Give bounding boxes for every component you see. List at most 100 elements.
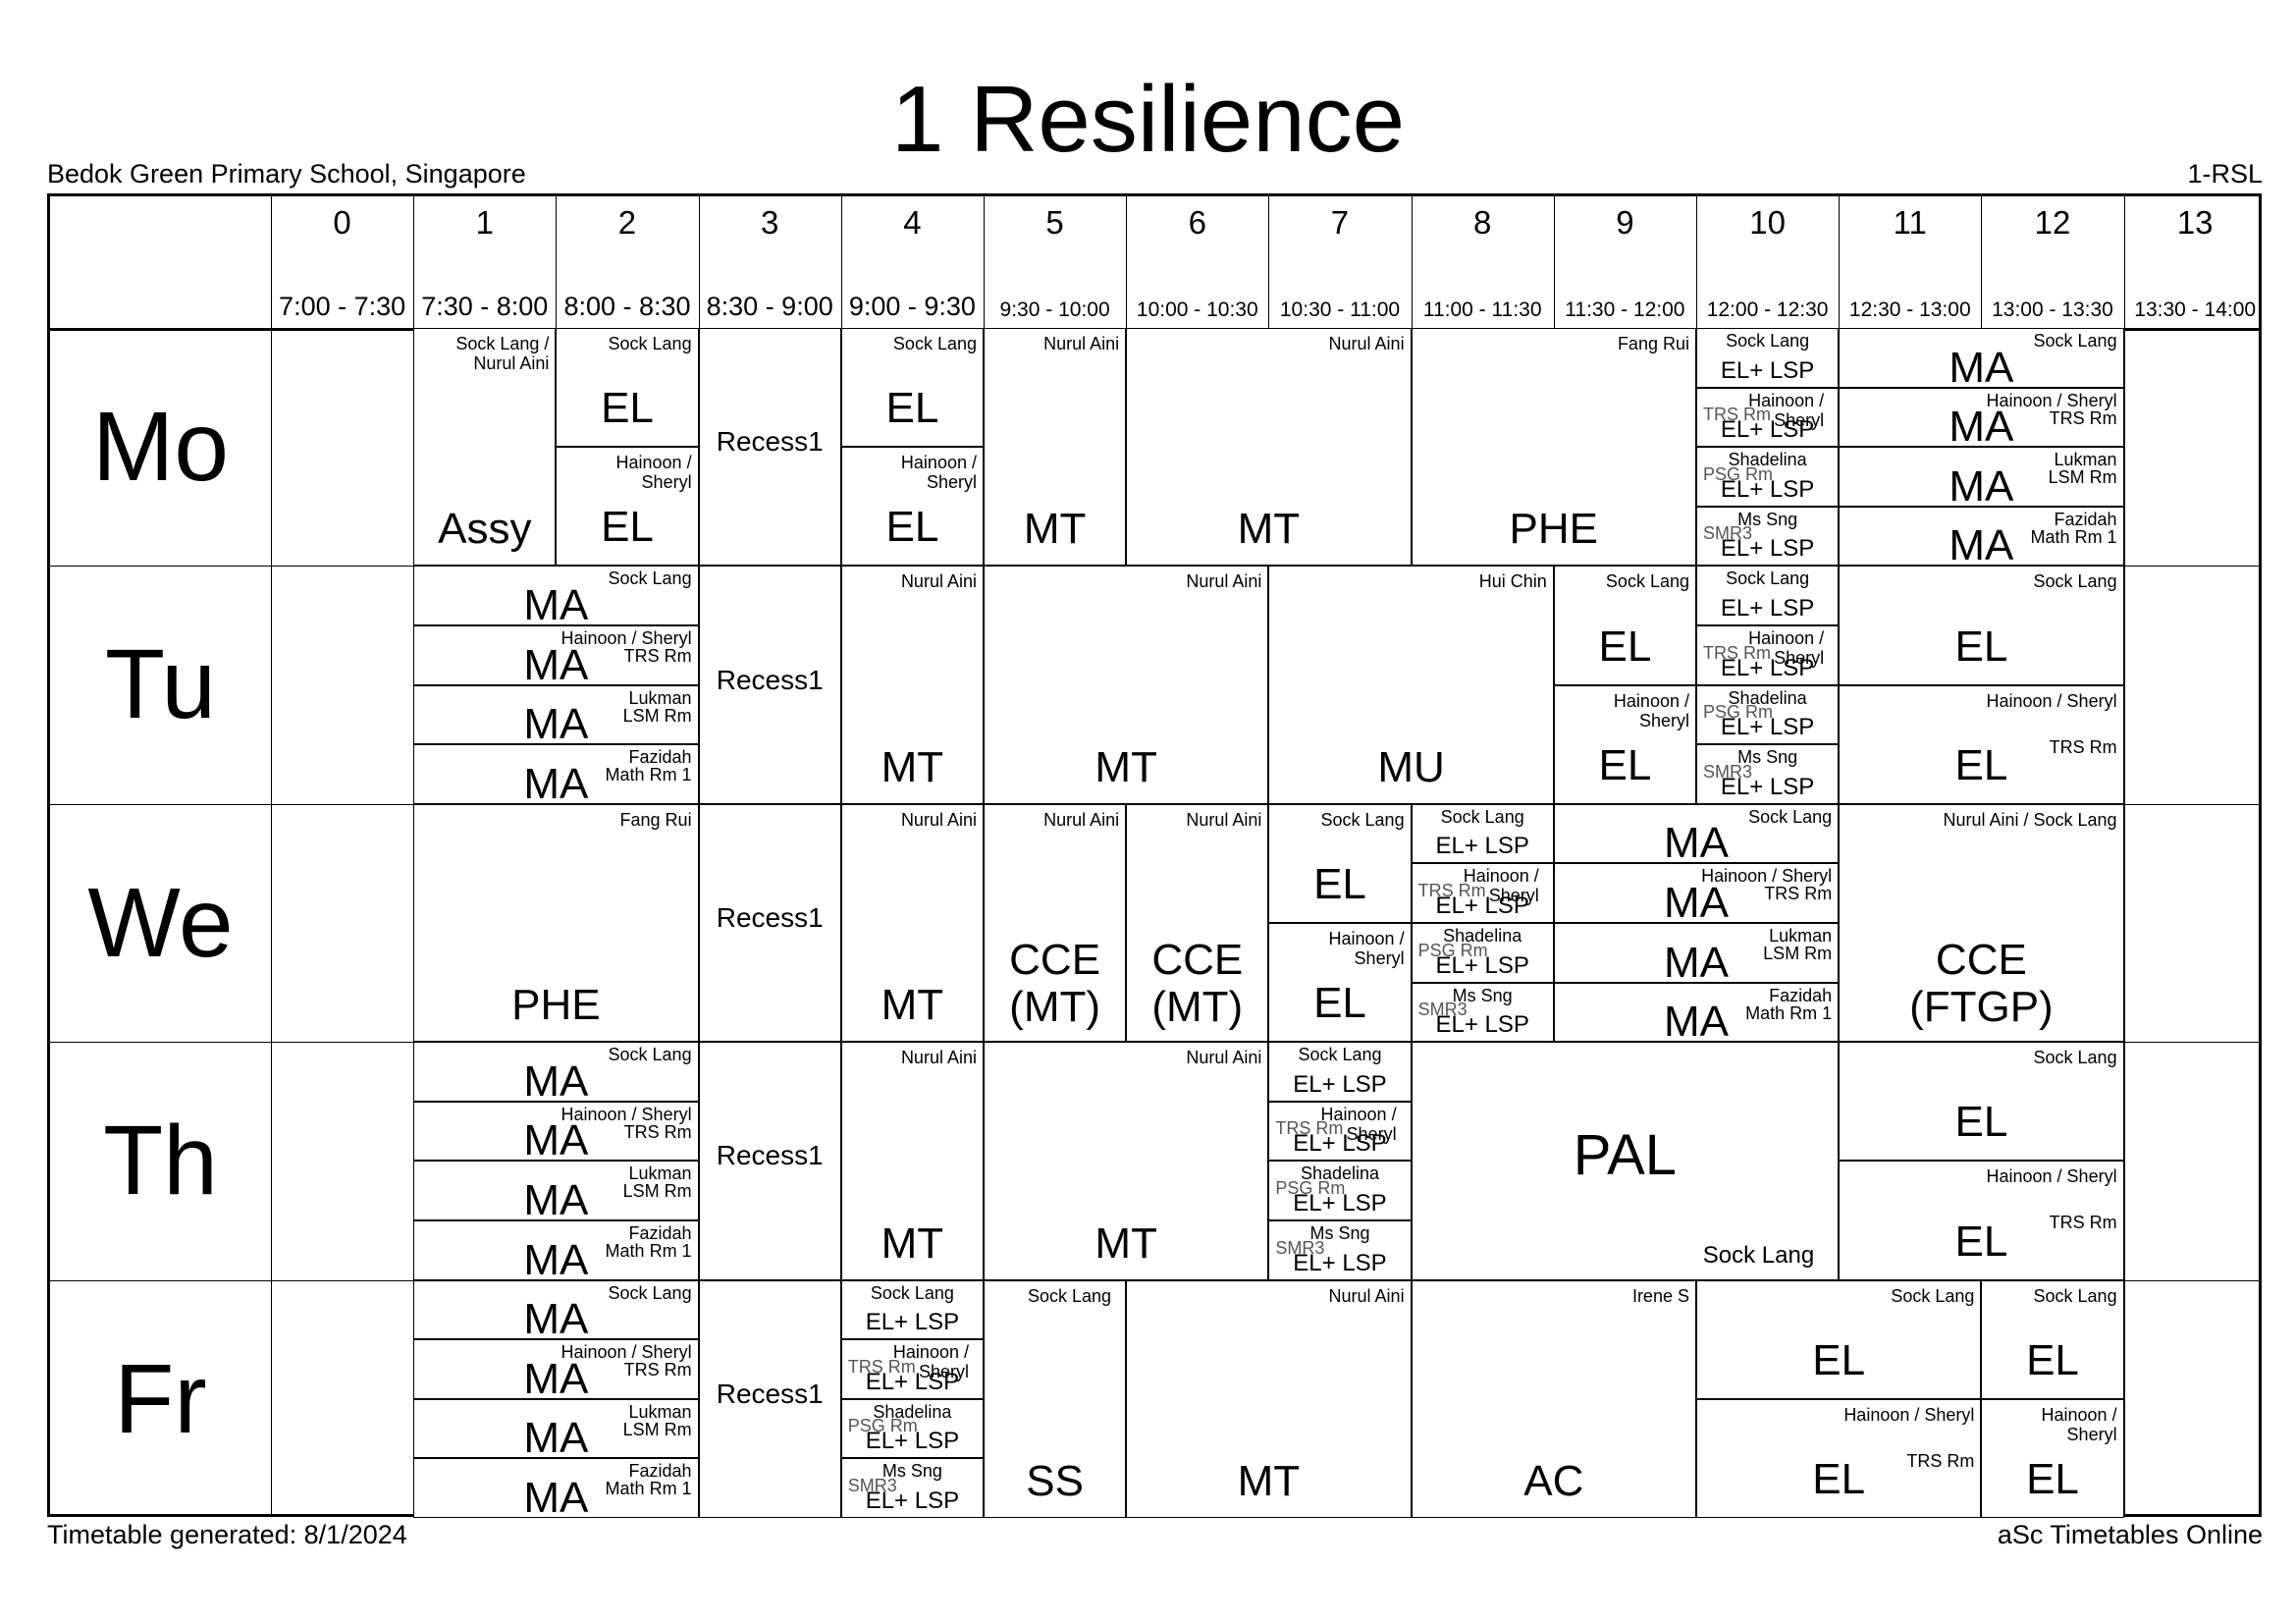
teacher-name: Sock Lang (1298, 1045, 1382, 1065)
room-label: PSG Rm (1275, 1177, 1346, 1198)
room-label: SMR3 (1703, 761, 1753, 782)
lesson-cell: Recess1 (698, 803, 841, 1043)
subject-label: EL+ LSP (1293, 1070, 1387, 1098)
footer-brand: aSc Timetables Online (1997, 1520, 2263, 1549)
room-label: TRS Rm (2049, 1213, 2117, 1233)
subject-label: MT (1095, 742, 1157, 791)
day-label: We (87, 867, 234, 978)
room-label: LSM Rm (622, 1419, 692, 1439)
teacher-name: Sock Lang (1726, 331, 1810, 351)
subject-label: MA (1663, 998, 1729, 1043)
teacher-name: Hainoon /Sheryl (892, 1342, 969, 1382)
teacher-name: Hainoon /Sheryl (1748, 390, 1825, 430)
teacher-name: Sock Lang (1702, 1241, 1815, 1269)
subject-label: MT (881, 981, 944, 1030)
subject-label: EL (1954, 1098, 2008, 1147)
subject-label: Recess1 (716, 1140, 824, 1171)
room-label: SMR3 (1417, 1000, 1468, 1020)
room-label: LSM Rm (1763, 944, 1833, 963)
period-number: 0 (333, 204, 351, 241)
teacher-name: Sock Lang (1748, 806, 1833, 827)
subject-label: MA (523, 700, 589, 745)
subject-label: EL (1598, 740, 1652, 789)
subject-label: CCE(FTGP) (1909, 936, 2054, 1032)
room-label: LSM Rm (622, 1181, 692, 1202)
teacher-name: Hainoon / Sheryl (1986, 390, 2117, 410)
teacher-name: Nurul Aini / Sock Lang (1943, 809, 2117, 830)
room-label: LSM Rm (2048, 467, 2117, 488)
period-time: 11:30 - 12:00 (1565, 298, 1685, 321)
teacher-name: Hainoon /Sheryl (1320, 1104, 1397, 1144)
subject-label: MA (1663, 878, 1729, 923)
subject-label: EL+ LSP (865, 1428, 960, 1455)
subject-label: EL (1812, 1454, 1866, 1503)
teacher-name: Ms Sng (1737, 747, 1798, 768)
subject-label: MA (523, 1116, 589, 1162)
subject-label: MT (1023, 505, 1087, 554)
teacher-name: Nurul Aini (1043, 809, 1120, 830)
subject-label: MA (523, 1175, 589, 1220)
period-time: 13:30 - 14:00 (2134, 298, 2257, 321)
subject-label: CCE(MT) (1151, 936, 1244, 1032)
subject-label: Recess1 (716, 1378, 824, 1409)
subject-label: PHE (511, 981, 601, 1030)
subject-label: MT (1237, 1456, 1301, 1505)
period-time: 9:00 - 9:30 (848, 292, 976, 321)
room-label: Math Rm 1 (2030, 526, 2117, 547)
teacher-name: Hainoon / Sheryl (561, 1342, 692, 1363)
teacher-name: Hainoon / Sheryl (561, 1104, 692, 1124)
teacher-name: Sock Lang (1891, 1285, 1975, 1306)
room-label: TRS Rm (623, 1360, 692, 1380)
teacher-name: Hainoon / Sheryl (1986, 690, 2117, 711)
period-time: 10:00 - 10:30 (1136, 298, 1258, 321)
day-label: Th (103, 1106, 218, 1217)
teacher-name: Sock Lang (1605, 571, 1689, 592)
lesson-cell: Recess1 (698, 1042, 841, 1280)
teacher-name: Nurul Aini (1043, 334, 1120, 353)
subject-label: EL (601, 503, 654, 552)
teacher-name: Sock Lang (1440, 806, 1524, 827)
teacher-name: Fazidah (628, 747, 692, 768)
room-label: PSG Rm (847, 1416, 918, 1436)
subject-label: EL (1954, 622, 2008, 671)
teacher-name: Lukman (1769, 926, 1833, 946)
teacher-name: Sock Lang (2033, 1048, 2117, 1068)
subject-label: MA (523, 1056, 589, 1102)
period-time: 11:00 - 11:30 (1422, 298, 1542, 321)
period-number: 11 (1893, 204, 1927, 241)
subject-label: MA (523, 580, 589, 625)
teacher-name: Sock Lang (1320, 809, 1405, 830)
room-label: TRS Rm (1703, 405, 1771, 425)
teacher-name: Nurul Aini (1186, 571, 1262, 592)
subject-label: Recess1 (716, 664, 824, 695)
room-label: TRS Rm (1275, 1118, 1344, 1139)
lesson-cell: Recess1 (698, 1279, 841, 1518)
period-time: 12:00 - 12:30 (1706, 298, 1829, 321)
subject-label: MA (523, 1235, 589, 1280)
